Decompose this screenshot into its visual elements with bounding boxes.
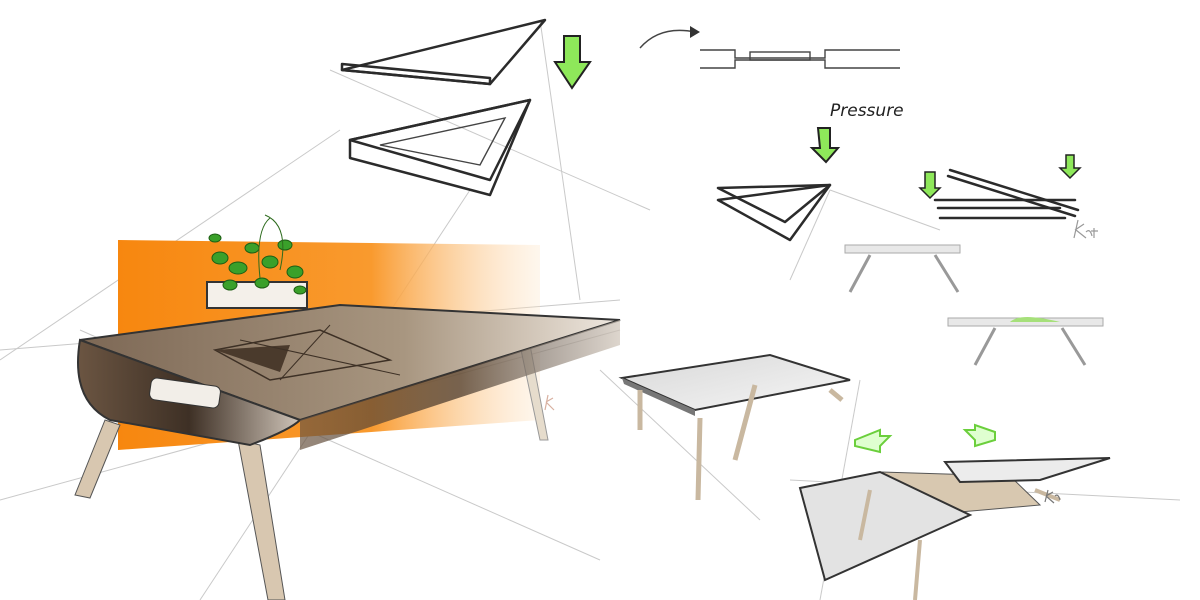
pressure-arrow-icon <box>809 127 841 164</box>
triangle-panel-sketch <box>340 18 547 86</box>
main-wooden-table <box>74 303 621 600</box>
wall-planter-with-plant <box>206 214 308 309</box>
stacked-triangle-sketch <box>716 183 832 242</box>
small-table-side-view-1 <box>844 244 961 293</box>
grey-table-perspective <box>618 353 851 501</box>
extending-table-sketch <box>798 423 1111 600</box>
small-table-side-view-2 <box>947 317 1104 366</box>
joint-section-detail <box>700 49 900 69</box>
tilting-panel-detail <box>918 154 1082 220</box>
triangle-frame-sketch <box>348 98 532 197</box>
curved-arrow-icon <box>639 29 696 49</box>
artist-signature <box>544 219 1098 504</box>
down-arrow-icon <box>553 35 592 90</box>
pressure-label: Pressure <box>830 101 904 121</box>
